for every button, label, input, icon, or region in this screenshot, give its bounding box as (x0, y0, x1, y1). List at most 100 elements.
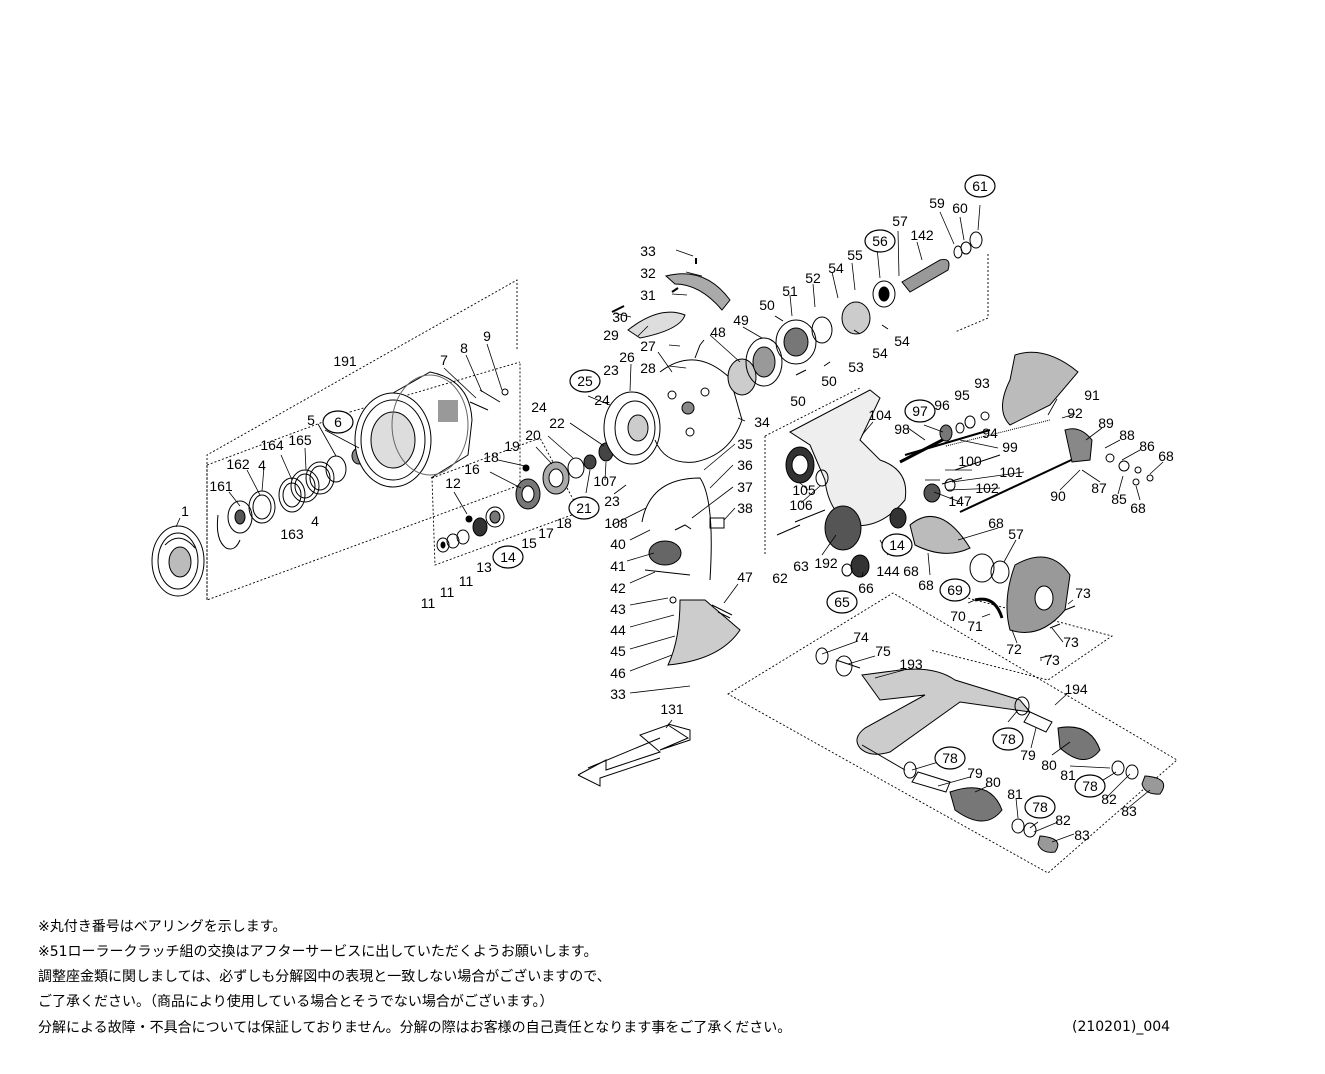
bearing-label: 61 (972, 178, 988, 194)
bearing-label: 78 (1032, 799, 1048, 815)
part-label: 142 (910, 227, 934, 243)
part-label: 9 (483, 328, 491, 344)
part-label: 30 (612, 309, 628, 325)
part-label: 50 (821, 373, 837, 389)
part-label: 32 (640, 265, 656, 281)
part-label: 41 (610, 558, 626, 574)
part-label: 4 (258, 457, 266, 473)
part-label: 52 (805, 270, 821, 286)
part-label: 55 (847, 247, 863, 263)
part-label: 11 (440, 584, 455, 600)
part-label: 12 (445, 475, 461, 491)
bearing-circle (826, 590, 858, 614)
line-roller (644, 540, 741, 666)
part-label: 35 (737, 436, 753, 452)
part-label: 79 (1020, 747, 1036, 763)
part-label: 144 (876, 563, 900, 579)
bearing-circle (1024, 795, 1056, 819)
part-label: 161 (209, 478, 233, 494)
part-label: 147 (948, 493, 972, 509)
part-label: 23 (603, 362, 619, 378)
part-label: 98 (894, 421, 910, 437)
part-label: 68 (1158, 448, 1174, 464)
direction-arrow (577, 723, 691, 787)
bearing-label: 97 (912, 403, 928, 419)
spool (354, 371, 509, 488)
note-line: ご了承ください。（商品により使用している場合とそうでない場合がございます。） (38, 994, 554, 1010)
body-assembly-box (764, 254, 1114, 681)
part-label: 73 (1044, 652, 1060, 668)
part-label: 70 (950, 608, 966, 624)
part-label: 86 (1139, 438, 1155, 454)
part-label: 82 (1055, 812, 1071, 828)
part-label: 102 (975, 480, 999, 496)
part-label: 83 (1074, 827, 1090, 843)
handle-assembly-box (727, 592, 1178, 874)
part-label: 104 (868, 407, 892, 423)
part-label: 88 (1119, 427, 1135, 443)
part-label: 73 (1063, 634, 1079, 650)
part-label: 165 (288, 432, 312, 448)
part-label: 90 (1050, 488, 1066, 504)
part-label: 80 (1041, 757, 1057, 773)
part-label: 47 (737, 569, 753, 585)
part-label: 60 (952, 200, 968, 216)
part-label: 87 (1091, 480, 1107, 496)
part-label: 50 (790, 393, 806, 409)
bearing-label: 78 (942, 750, 958, 766)
part-label: 22 (549, 415, 565, 431)
bearing-circle (864, 229, 896, 253)
part-label: 13 (476, 559, 492, 575)
part-label: 75 (875, 643, 891, 659)
handle-assembly (815, 647, 1165, 853)
part-label: 108 (604, 515, 628, 531)
part-label: 5 (307, 412, 315, 428)
part-label: 68 (918, 577, 934, 593)
part-label: 26 (619, 349, 635, 365)
bearing-circle (939, 578, 971, 602)
part-label: 107 (593, 473, 617, 489)
part-label: 192 (814, 555, 838, 571)
part-label: 79 (967, 765, 983, 781)
part-label: 71 (967, 618, 983, 634)
part-label: 40 (610, 536, 626, 552)
bearing-circle (992, 727, 1024, 751)
part-label: 162 (226, 456, 250, 472)
bearing-circle (568, 496, 600, 520)
part-label: 44 (610, 622, 626, 638)
part-label: 106 (789, 497, 813, 513)
oscillation-parts (899, 351, 1154, 513)
part-label: 73 (1075, 585, 1091, 601)
part-label: 23 (604, 493, 620, 509)
bearing-label: 14 (500, 549, 516, 565)
part-label: 96 (934, 397, 950, 413)
bearing-circle (904, 399, 936, 423)
part-label: 85 (1111, 491, 1127, 507)
part-label: 43 (610, 601, 626, 617)
rotor (603, 339, 743, 465)
bearing-circle (964, 174, 996, 198)
part-label: 33 (610, 686, 626, 702)
note-line: ※51ローラークラッチ組の交換はアフターサービスに出していただくようお願いします… (38, 944, 598, 960)
drag-assembly-box (431, 437, 581, 566)
part-label: 100 (958, 453, 982, 469)
part-label: 105 (792, 482, 816, 498)
part-label: 57 (892, 213, 908, 229)
part-label: 68 (988, 515, 1004, 531)
part-label: 191 (333, 353, 357, 369)
note-line: ※丸付き番号はベアリングを示します。 (38, 919, 287, 935)
part-label: 93 (974, 375, 990, 391)
part-label: 54 (828, 260, 844, 276)
part-label: 63 (793, 558, 809, 574)
part-label: 81 (1060, 767, 1076, 783)
part-label: 15 (521, 535, 537, 551)
part-label: 82 (1101, 791, 1117, 807)
bail-wire (641, 477, 725, 581)
part-label: 46 (610, 665, 626, 681)
part-label: 66 (858, 580, 874, 596)
bearing-circle (492, 545, 524, 569)
note-line: 分解による故障・不具合については保証しておりません。分解の際はお客様の自己責任と… (38, 1020, 792, 1036)
part-label: 20 (525, 427, 541, 443)
bearing-label: 65 (834, 594, 850, 610)
